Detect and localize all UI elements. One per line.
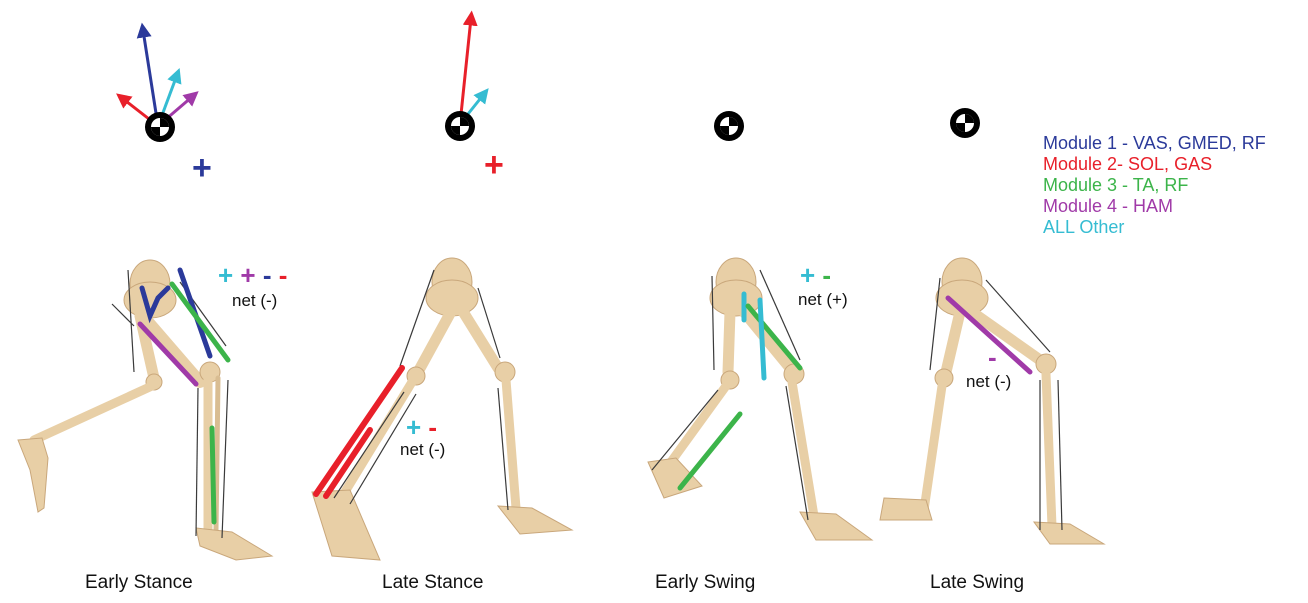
arrow-module1 xyxy=(143,30,158,126)
center-of-mass-icon xyxy=(145,112,175,142)
center-of-mass-icon xyxy=(714,111,744,141)
muscle-rf xyxy=(748,306,800,368)
sign-module2: - xyxy=(279,260,288,290)
sign-module3: - xyxy=(822,260,831,290)
sign-module2: - xyxy=(428,412,437,442)
muscles-early-stance xyxy=(140,270,228,522)
legend-item-module4: Module 4 - HAM xyxy=(1043,196,1266,217)
center-of-mass-icon xyxy=(445,111,475,141)
sign-row-early-swing: + - xyxy=(800,262,831,288)
muscle-other-thigh xyxy=(760,300,764,378)
legend: Module 1 - VAS, GMED, RF Module 2- SOL, … xyxy=(1043,133,1266,238)
net-label-late-stance: net (-) xyxy=(400,440,445,460)
sign-other: + xyxy=(406,412,421,442)
panel-late-stance xyxy=(312,18,572,560)
sign-other: + xyxy=(218,260,233,290)
muscles-early-swing xyxy=(680,294,800,488)
skeleton-late-swing xyxy=(880,258,1104,544)
muscle-ta xyxy=(212,428,214,522)
force-vectors-early-stance xyxy=(122,30,193,126)
sign-module4: - xyxy=(988,342,997,372)
legend-item-module1: Module 1 - VAS, GMED, RF xyxy=(1043,133,1266,154)
arrow-module2 xyxy=(460,18,471,124)
top-sign-late-stance: + xyxy=(484,148,504,182)
sign-module4: + xyxy=(240,260,255,290)
center-of-mass-icon xyxy=(950,108,980,138)
sign-row-early-stance: + + - - xyxy=(218,262,287,288)
caption-late-swing: Late Swing xyxy=(930,572,1024,594)
skeleton-late-stance xyxy=(312,258,572,560)
caption-early-swing: Early Swing xyxy=(655,572,755,594)
sign-other: + xyxy=(800,260,815,290)
muscle-rf xyxy=(172,284,228,360)
top-sign-early-stance: + xyxy=(192,151,212,185)
net-label-early-swing: net (+) xyxy=(798,290,848,310)
sign-row-late-stance: + - xyxy=(406,414,437,440)
legend-item-other: ALL Other xyxy=(1043,217,1266,238)
force-vectors-late-stance xyxy=(460,18,484,124)
legend-item-module2: Module 2- SOL, GAS xyxy=(1043,154,1266,175)
sign-module1: - xyxy=(263,260,272,290)
legend-item-module3: Module 3 - TA, RF xyxy=(1043,175,1266,196)
caption-late-stance: Late Stance xyxy=(382,572,483,594)
panel-early-swing xyxy=(648,111,872,540)
net-label-early-stance: net (-) xyxy=(232,291,277,311)
net-label-late-swing: net (-) xyxy=(966,372,1011,392)
caption-early-stance: Early Stance xyxy=(85,572,193,594)
sign-row-late-swing: - xyxy=(988,344,997,370)
